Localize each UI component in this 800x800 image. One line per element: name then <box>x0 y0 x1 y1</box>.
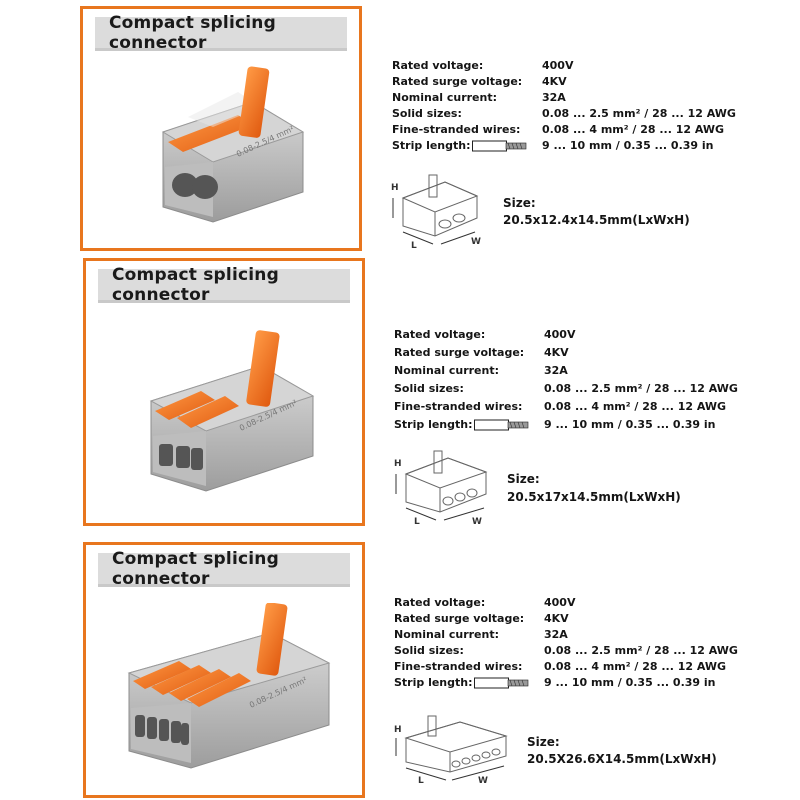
spec-label: Nominal current: <box>394 364 499 377</box>
length-dim-label: L <box>414 517 420 526</box>
spec-label: Fine-stranded wires: <box>394 660 523 673</box>
card-header: Compact splicing connector <box>98 265 350 305</box>
dimension-diagram: H L W <box>391 174 481 250</box>
spec-value: 32A <box>542 91 566 104</box>
spec-label: Fine-stranded wires: <box>394 400 523 413</box>
spec-value: 0.08 ... 4 mm² / 28 ... 12 AWG <box>544 400 727 413</box>
spec-label: Solid sizes: <box>394 382 464 395</box>
length-dim-label: L <box>418 776 424 784</box>
height-dim-label: H <box>394 459 402 469</box>
spec-label: Solid sizes: <box>394 644 464 657</box>
height-dim-label: H <box>391 183 399 193</box>
spec-value: 400V <box>542 59 574 72</box>
stripped-wire-icon <box>472 140 527 152</box>
spec-value: 4KV <box>544 612 569 625</box>
size-value: 20.5x12.4x14.5mm(LxWxH) <box>503 213 690 227</box>
spec-value: 400V <box>544 596 576 609</box>
product-panel-5-way: Compact splicing connector 0.08-2.5/4 mm… <box>0 540 800 798</box>
spec-list: Rated voltage: 400V Rated surge voltage: 4… <box>392 58 752 158</box>
spec-value: 0.08 ... 2.5 mm² / 28 ... 12 AWG <box>544 382 738 395</box>
dimension-diagram: H L W <box>394 715 508 784</box>
spec-label: Rated surge voltage: <box>392 75 523 88</box>
spec-value: 4KV <box>542 75 567 88</box>
spec-label: Strip length: <box>394 418 473 431</box>
size-value: 20.5x17x14.5mm(LxWxH) <box>507 490 681 504</box>
spec-list: Rated voltage: 400V Rated surge voltage: 4… <box>394 595 754 695</box>
spec-label: Rated voltage: <box>394 596 486 609</box>
connector-3-way-image: 0.08-2.5/4 mm² <box>149 330 315 492</box>
product-card: Compact splicing connector 0.08-2.5/4 mm… <box>83 542 365 798</box>
spec-label: Rated surge voltage: <box>394 612 525 625</box>
length-dim-label: L <box>411 241 417 250</box>
size-label: Size: <box>527 735 560 749</box>
size-label: Size: <box>507 472 540 486</box>
spec-value: 9 ... 10 mm / 0.35 ... 0.39 in <box>542 139 714 152</box>
size-value: 20.5X26.6X14.5mm(LxWxH) <box>527 752 717 766</box>
product-panel-3-way: Compact splicing connector 0.08-2.5/4 mm… <box>0 256 800 526</box>
spec-label: Rated voltage: <box>392 59 484 72</box>
stripped-wire-icon <box>474 677 529 689</box>
card-header: Compact splicing connector <box>95 13 347 53</box>
spec-value: 9 ... 10 mm / 0.35 ... 0.39 in <box>544 676 716 689</box>
size-label: Size: <box>503 196 536 210</box>
width-dim-label: W <box>471 237 481 247</box>
width-dim-label: W <box>472 517 482 526</box>
spec-label: Rated voltage: <box>394 328 486 341</box>
product-card: Compact splicing connector 0.08-2.5/4 mm… <box>83 258 365 526</box>
product-panel-2-way: Compact splicing connector 0.08-2.5/4 mm… <box>0 0 800 255</box>
spec-label: Nominal current: <box>394 628 499 641</box>
spec-label: Fine-stranded wires: <box>392 123 521 136</box>
spec-label: Solid sizes: <box>392 107 462 120</box>
width-dim-label: W <box>478 776 488 784</box>
spec-value: 32A <box>544 628 568 641</box>
spec-value: 9 ... 10 mm / 0.35 ... 0.39 in <box>544 418 716 431</box>
stripped-wire-icon <box>474 419 529 431</box>
spec-label: Strip length: <box>392 139 471 152</box>
spec-value: 0.08 ... 4 mm² / 28 ... 12 AWG <box>544 660 727 673</box>
spec-label: Strip length: <box>394 676 473 689</box>
connector-2-way-image: 0.08-2.5/4 mm² <box>161 66 305 223</box>
spec-value: 0.08 ... 2.5 mm² / 28 ... 12 AWG <box>542 107 736 120</box>
card-header: Compact splicing connector <box>98 549 350 589</box>
height-dim-label: H <box>394 725 402 735</box>
spec-label: Nominal current: <box>392 91 497 104</box>
dimension-diagram: H L W <box>394 450 488 526</box>
connector-5-way-image: 0.08-2.5/4 mm² <box>127 603 331 769</box>
spec-list: Rated voltage: 400V Rated surge voltage: 4… <box>394 327 754 431</box>
spec-value: 0.08 ... 4 mm² / 28 ... 12 AWG <box>542 123 725 136</box>
spec-value: 0.08 ... 2.5 mm² / 28 ... 12 AWG <box>544 644 738 657</box>
product-card: Compact splicing connector 0.08-2.5/4 mm… <box>80 6 362 251</box>
spec-label: Rated surge voltage: <box>394 346 525 359</box>
spec-value: 4KV <box>544 346 569 359</box>
spec-value: 32A <box>544 364 568 377</box>
spec-value: 400V <box>544 328 576 341</box>
